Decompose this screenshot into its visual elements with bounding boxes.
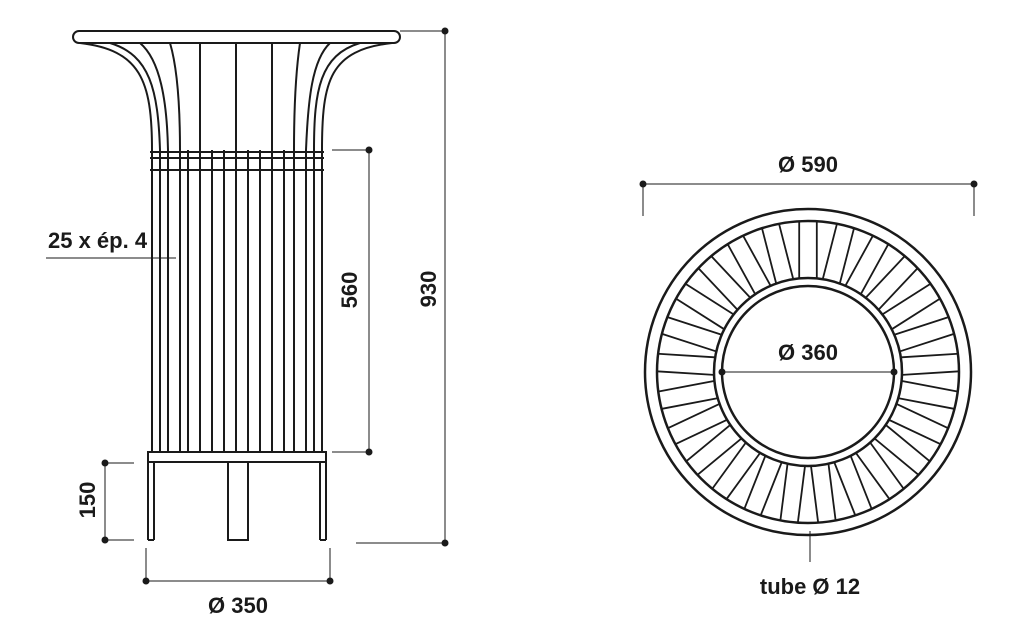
radial-slat-edge bbox=[849, 455, 873, 510]
radial-slat-edge bbox=[891, 297, 941, 330]
radial-slat-edge bbox=[896, 403, 949, 430]
radial-slat-edge bbox=[821, 223, 838, 279]
side-view: 25 x ép. 4 930 560 150 bbox=[46, 27, 449, 618]
dimension-150 bbox=[101, 459, 134, 544]
radial-slat-edge bbox=[779, 464, 789, 521]
radial-slat-edge bbox=[844, 235, 874, 286]
radial-slat-edge bbox=[901, 380, 959, 393]
radial-slat-edge bbox=[778, 223, 795, 279]
radial-slat-edge bbox=[902, 370, 960, 376]
radial-slat-edge bbox=[827, 464, 837, 521]
radial-slat-edge bbox=[725, 452, 761, 500]
radial-slat-edge bbox=[666, 316, 722, 336]
radial-slat-edge bbox=[885, 424, 931, 463]
radial-slat-edge bbox=[661, 397, 718, 410]
radial-slat-edge bbox=[874, 438, 920, 476]
dimension-360 bbox=[718, 368, 898, 376]
outer-diameter-label: Ø 590 bbox=[778, 152, 838, 177]
radial-slat-edge bbox=[674, 419, 728, 446]
radial-slat-edge bbox=[675, 297, 725, 330]
radial-slat-edge bbox=[711, 442, 747, 490]
dimension-350 bbox=[142, 548, 334, 585]
radial-slat-edge bbox=[726, 243, 756, 295]
slats bbox=[79, 42, 393, 151]
radial-slat-edge bbox=[657, 352, 715, 359]
radial-slat-edge bbox=[761, 227, 777, 284]
radial-slat-edge bbox=[869, 442, 905, 490]
radial-slat-edge bbox=[865, 255, 906, 299]
radial-slat-edge bbox=[860, 243, 890, 295]
radial-slat-edge bbox=[899, 332, 955, 353]
radial-slat-edge bbox=[882, 282, 932, 315]
dimension-590 bbox=[639, 180, 978, 216]
radial-slat-edge bbox=[684, 282, 734, 315]
radial-slat-edge bbox=[839, 227, 855, 284]
radial-slat-edge bbox=[894, 316, 950, 336]
height-total-label: 930 bbox=[416, 271, 441, 308]
base-frame bbox=[147, 451, 327, 541]
radial-slat-edge bbox=[685, 424, 731, 463]
radial-slat-edge bbox=[710, 255, 751, 299]
radial-slat-edge bbox=[743, 455, 767, 510]
base-diameter-label: Ø 350 bbox=[208, 593, 268, 618]
radial-slats bbox=[656, 221, 960, 524]
radial-slat-edge bbox=[833, 462, 857, 516]
height-base-label: 150 bbox=[75, 482, 100, 519]
radial-slat-edge bbox=[656, 370, 714, 376]
inner-diameter-label: Ø 360 bbox=[778, 340, 838, 365]
radial-slat-edge bbox=[810, 466, 820, 524]
radial-slat-edge bbox=[657, 380, 715, 393]
slat-label: 25 x ép. 4 bbox=[48, 228, 148, 253]
radial-slat-edge bbox=[759, 462, 783, 516]
inner-ring-outer bbox=[712, 276, 904, 468]
radial-slat-edge bbox=[661, 332, 717, 353]
dimension-560 bbox=[332, 146, 373, 456]
radial-slat-edge bbox=[742, 235, 772, 286]
top-view: Ø 590 Ø 360 tube Ø 12 bbox=[639, 152, 978, 599]
vertical-slats bbox=[151, 150, 323, 452]
tube-label: tube Ø 12 bbox=[760, 574, 860, 599]
radial-slat-edge bbox=[878, 267, 919, 311]
radial-slat-edge bbox=[898, 397, 955, 410]
radial-slat-edge bbox=[901, 352, 959, 359]
radial-slat-edge bbox=[855, 452, 891, 500]
radial-slat-edge bbox=[888, 419, 942, 446]
outer-ring-outer bbox=[643, 207, 973, 537]
radial-slat-edge bbox=[697, 267, 738, 311]
radial-slat-edge bbox=[696, 438, 742, 476]
dimension-930 bbox=[356, 27, 449, 547]
radial-slat-edge bbox=[796, 466, 806, 524]
radial-slat-edge bbox=[667, 403, 720, 430]
height-slats-label: 560 bbox=[337, 272, 362, 309]
top-rim bbox=[72, 30, 401, 44]
